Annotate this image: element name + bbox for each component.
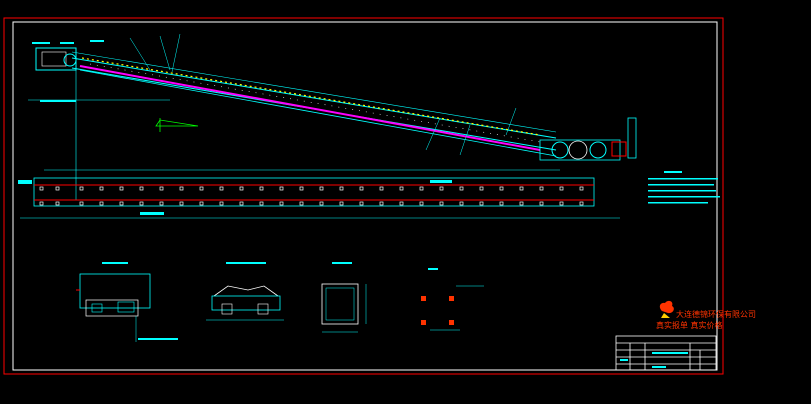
- detail-view-bolts: [421, 268, 484, 331]
- slogan: 真实报单 真实价格: [656, 320, 723, 330]
- conveyor-elevation: [28, 33, 637, 200]
- title-block-text: [620, 352, 688, 368]
- detail-view-chute: [321, 262, 367, 333]
- technical-notes: [648, 171, 720, 204]
- detail-view-idler: [206, 262, 284, 321]
- inner-drawing-border: [12, 21, 718, 371]
- title-block: [615, 335, 717, 371]
- company-name: 大连德锦环保有限公司: [676, 309, 756, 319]
- outer-drawing-border: [3, 17, 724, 375]
- detail-view-drive: [76, 262, 178, 342]
- conveyor-plan-view: [18, 169, 620, 219]
- company-logo: [659, 300, 674, 318]
